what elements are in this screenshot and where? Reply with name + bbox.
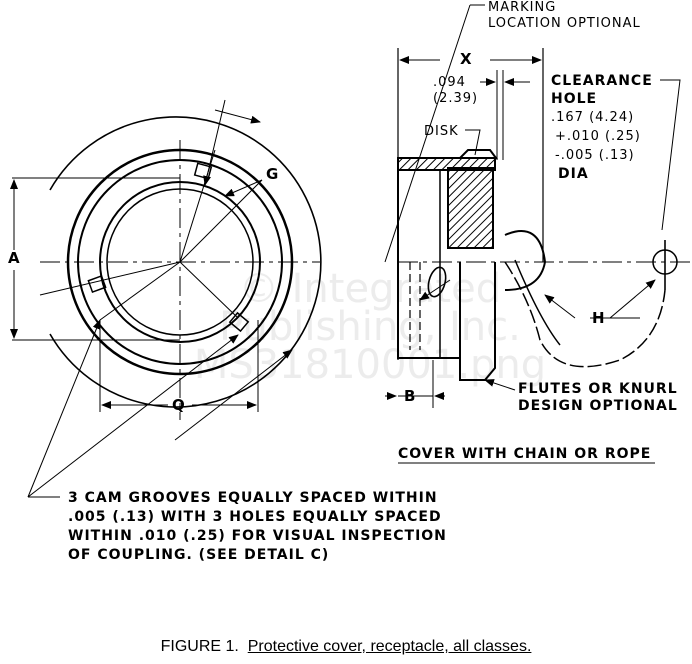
watermark-line: Publishing, Inc. (219, 304, 521, 350)
hole-label: HOLE (551, 91, 598, 107)
dim-b-label: B (404, 387, 417, 405)
cover-chain-title: COVER WITH CHAIN OR ROPE (398, 446, 652, 462)
dim-a-label: A (8, 249, 21, 267)
note-line: 3 CAM GROOVES EQUALLY SPACED WITHIN (68, 490, 438, 506)
hole-plus-tol: +.010 (.25) (555, 129, 641, 144)
dia-label: DIA (558, 166, 589, 182)
dim-q-label: Q (172, 396, 186, 414)
disk-label: DISK (424, 124, 459, 139)
marking-label: MARKING (488, 0, 557, 15)
flutes-label: FLUTES OR KNURL (518, 381, 678, 397)
side-view (384, 4, 692, 408)
note-line: .005 (.13) WITH 3 HOLES EQUALLY SPACED (68, 509, 442, 525)
clearance-label: CLEARANCE (551, 73, 653, 89)
marking-location-label: LOCATION OPTIONAL (488, 16, 641, 31)
front-view (10, 99, 322, 498)
hole-minus-tol: -.005 (.13) (555, 148, 635, 163)
figure-caption: FIGURE 1. Protective cover, receptacle, … (0, 638, 692, 656)
note-line: WITHIN .010 (.25) FOR VISUAL INSPECTION (68, 528, 447, 544)
note-line: OF COUPLING. (SEE DETAIL C) (68, 547, 330, 563)
dim-094-label: .094 (433, 75, 466, 90)
notes: 3 CAM GROOVES EQUALLY SPACED WITHIN .005… (68, 489, 447, 565)
caption-title: Protective cover, receptacle, all classe… (247, 638, 532, 655)
caption-prefix: FIGURE 1. (160, 638, 239, 655)
outer-circle (49, 116, 322, 408)
flutes-design-label: DESIGN OPTIONAL (518, 398, 678, 414)
dim-h-label: H (592, 309, 606, 327)
dim-g-label: G (266, 165, 280, 183)
dim-x-label: X (460, 50, 473, 68)
watermark-line: © Integrated (238, 266, 502, 312)
dim-239-label: (2.39) (433, 91, 479, 106)
hole-dia-label: .167 (4.24) (551, 110, 635, 125)
